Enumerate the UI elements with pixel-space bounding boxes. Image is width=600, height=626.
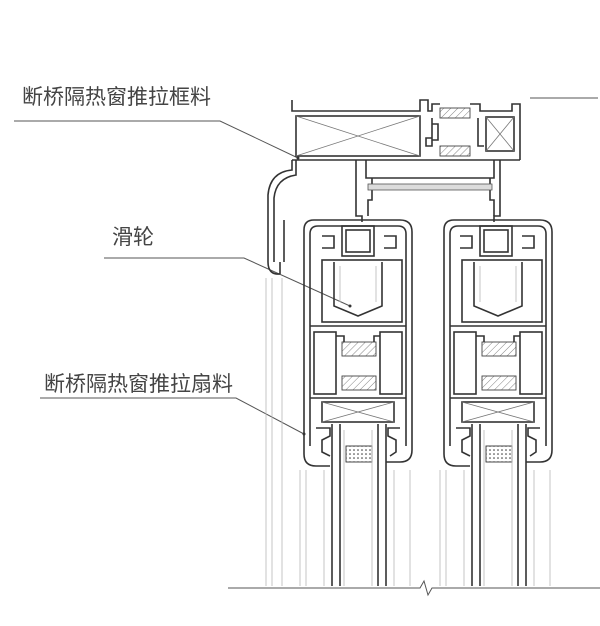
sash-right-thermal-break-1 [481, 341, 517, 357]
frame-profile [267, 99, 521, 275]
roller-bracket-left [333, 262, 383, 317]
sash-right [443, 219, 553, 586]
leader-line-roller [104, 257, 351, 307]
leader-dot-roller [348, 304, 352, 308]
sash-left-outline [303, 219, 413, 463]
label-roller: 滑轮 [104, 225, 352, 308]
bottom-break-line [228, 579, 600, 597]
roller-wheel-right [479, 225, 513, 257]
roller-bracket-right [473, 262, 523, 317]
leader-line-sash [40, 397, 305, 435]
frame-left-chamber [295, 115, 421, 157]
frame-right-chamber [485, 116, 515, 152]
leader-dot-frame [296, 156, 300, 160]
frame-thermal-break-top [439, 107, 471, 119]
sash-left-glass-seal [345, 445, 373, 463]
frame-thermal-break-bottom [439, 145, 471, 157]
leader-line-frame [14, 120, 299, 159]
label-roller-text: 滑轮 [112, 225, 154, 249]
label-frame-profile-text: 断桥隔热窗推拉框料 [22, 85, 211, 109]
label-sash-profile-text: 断桥隔热窗推拉扇料 [44, 372, 233, 396]
sash-right-thermal-break-2 [481, 375, 517, 391]
sash-left-thermal-break-1 [341, 341, 377, 357]
sash-right-glass-seal [485, 445, 513, 463]
sash-left [303, 219, 413, 586]
sash-right-outline [443, 219, 553, 463]
roller-wheel-left [341, 225, 375, 257]
label-sash-profile: 断桥隔热窗推拉扇料 [40, 372, 306, 436]
projection-lines [265, 278, 551, 586]
sash-left-thermal-break-2 [341, 375, 377, 391]
frame-curved-cover [267, 160, 293, 275]
frame-bridge-track [367, 183, 493, 191]
label-frame-profile: 断桥隔热窗推拉框料 [14, 85, 300, 160]
